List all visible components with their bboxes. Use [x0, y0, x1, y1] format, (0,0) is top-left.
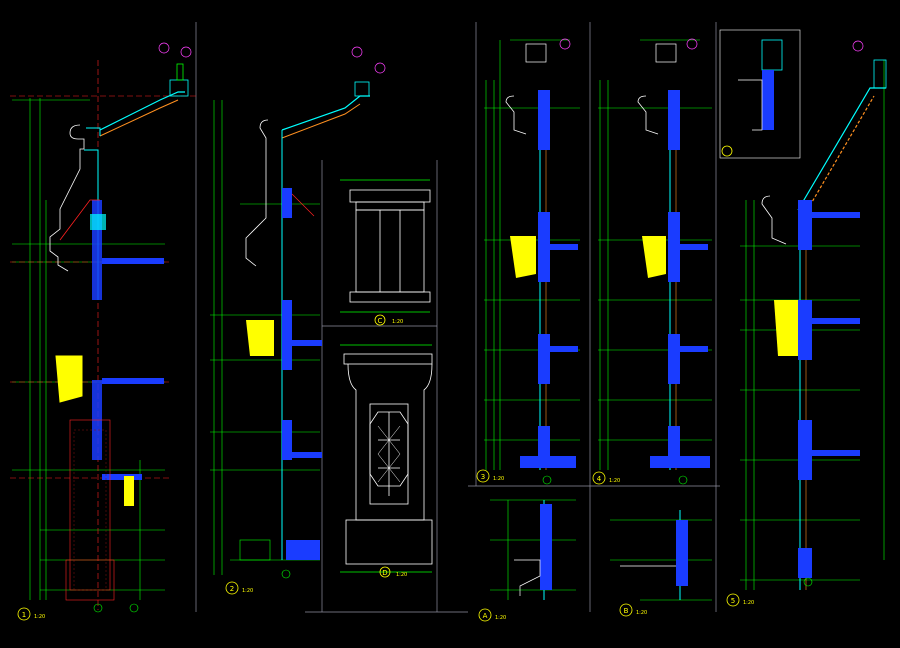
- detail-d-scale: 1:20: [396, 572, 407, 578]
- detail-4-scale: 1:20: [609, 478, 620, 484]
- detail-3-number: 3: [481, 473, 485, 481]
- detail-3-scale: 1:20: [493, 476, 504, 482]
- detail-2-scale: 1:20: [242, 588, 253, 594]
- detail-a-number: A: [483, 612, 488, 620]
- detail-3-section: 3 1:20: [476, 38, 580, 485]
- detail-a-section: A 1:20: [478, 499, 576, 622]
- panel-dividers: [195, 22, 720, 613]
- detail-4-number: 4: [597, 475, 602, 483]
- detail-b-section: B 1:20: [610, 510, 712, 617]
- detail-b-scale: 1:20: [636, 610, 647, 616]
- detail-b-number: B: [624, 607, 629, 615]
- detail-5-scale: 1:20: [743, 600, 754, 606]
- detail-4-section: 4 1:20: [592, 38, 712, 485]
- detail-c-number: C: [378, 317, 383, 325]
- detail-5-section: 5 1:20: [719, 29, 887, 607]
- detail-c-scale: 1:20: [392, 319, 403, 325]
- detail-2-number: 2: [230, 585, 234, 593]
- detail-1-number: 1: [22, 611, 26, 619]
- detail-1-section: 1 1:20: [10, 42, 196, 621]
- detail-d-elevation: [340, 344, 433, 573]
- detail-1-scale: 1:20: [34, 614, 45, 620]
- detail-2-section: 2 1:20: [210, 46, 386, 595]
- detail-5-number: 5: [731, 597, 735, 605]
- detail-c-elevation: [340, 179, 431, 313]
- detail-d-number: D: [382, 569, 387, 577]
- detail-a-scale: 1:20: [495, 615, 506, 621]
